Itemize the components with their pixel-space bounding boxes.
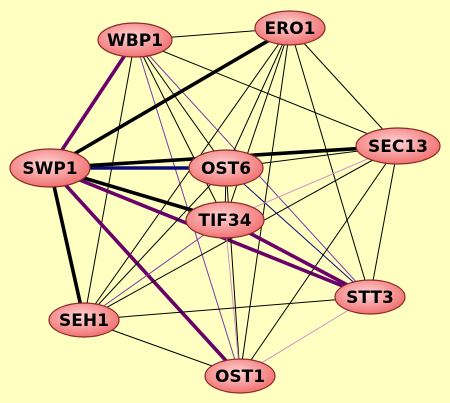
- node-label: SWP1: [22, 159, 77, 179]
- node-ellipse: [9, 148, 91, 188]
- node-sec13[interactable]: SEC13: [355, 127, 441, 165]
- node-ellipse: [185, 201, 265, 239]
- node-label: OST1: [215, 367, 265, 387]
- node-tif34[interactable]: TIF34: [185, 201, 265, 239]
- edge-tif34-ost1: [224, 219, 241, 377]
- edge-stt3-seh1: [83, 296, 371, 321]
- edge-ero1-stt3: [289, 27, 371, 298]
- edge-ero1-swp1: [48, 26, 292, 170]
- edge-wbp1-ost6: [134, 39, 227, 169]
- node-label: SEC13: [368, 137, 428, 157]
- edge-ero1-ost6: [225, 27, 291, 169]
- node-label: SEH1: [59, 311, 109, 331]
- edge-wbp1-sec13: [134, 39, 399, 147]
- edge-swp1-seh1: [48, 166, 86, 322]
- node-ellipse: [254, 10, 326, 46]
- edge-tif34-seh1: [83, 219, 226, 321]
- node-label: STT3: [346, 288, 394, 308]
- node-label: OST6: [201, 159, 251, 179]
- edge-wbp1-tif34: [134, 39, 226, 221]
- node-seh1[interactable]: SEH1: [48, 302, 120, 338]
- node-ellipse: [204, 358, 276, 394]
- node-ellipse: [334, 279, 406, 315]
- node-label: TIF34: [198, 211, 251, 231]
- node-ero1[interactable]: ERO1: [254, 10, 326, 46]
- node-ellipse: [355, 127, 441, 165]
- edge-ost6-ost1: [225, 167, 241, 377]
- edge-ost6-stt3: [225, 167, 371, 298]
- edge-ero1-ost1: [239, 27, 291, 377]
- edge-ero1-seh1: [83, 27, 291, 321]
- node-label: WBP1: [107, 31, 163, 51]
- node-stt3[interactable]: STT3: [334, 279, 406, 315]
- node-ellipse: [97, 22, 173, 58]
- edge-ost6-seh1: [83, 167, 227, 321]
- node-ost1[interactable]: OST1: [204, 358, 276, 394]
- edge-ero1-tif34: [224, 27, 291, 221]
- edge-ero1-sec13: [289, 27, 399, 147]
- node-swp1[interactable]: SWP1: [9, 148, 91, 188]
- node-label: ERO1: [265, 19, 316, 39]
- edge-swp1-ost1: [48, 166, 242, 378]
- edge-wbp1-swp1: [48, 38, 137, 170]
- node-ellipse: [48, 302, 120, 338]
- edge-sec13-stt3: [369, 145, 399, 298]
- node-wbp1[interactable]: WBP1: [97, 22, 173, 58]
- edge-wbp1-seh1: [83, 39, 136, 321]
- edge-sec13-ost1: [239, 145, 399, 377]
- node-ellipse: [188, 149, 264, 187]
- node-ost6[interactable]: OST6: [188, 149, 264, 187]
